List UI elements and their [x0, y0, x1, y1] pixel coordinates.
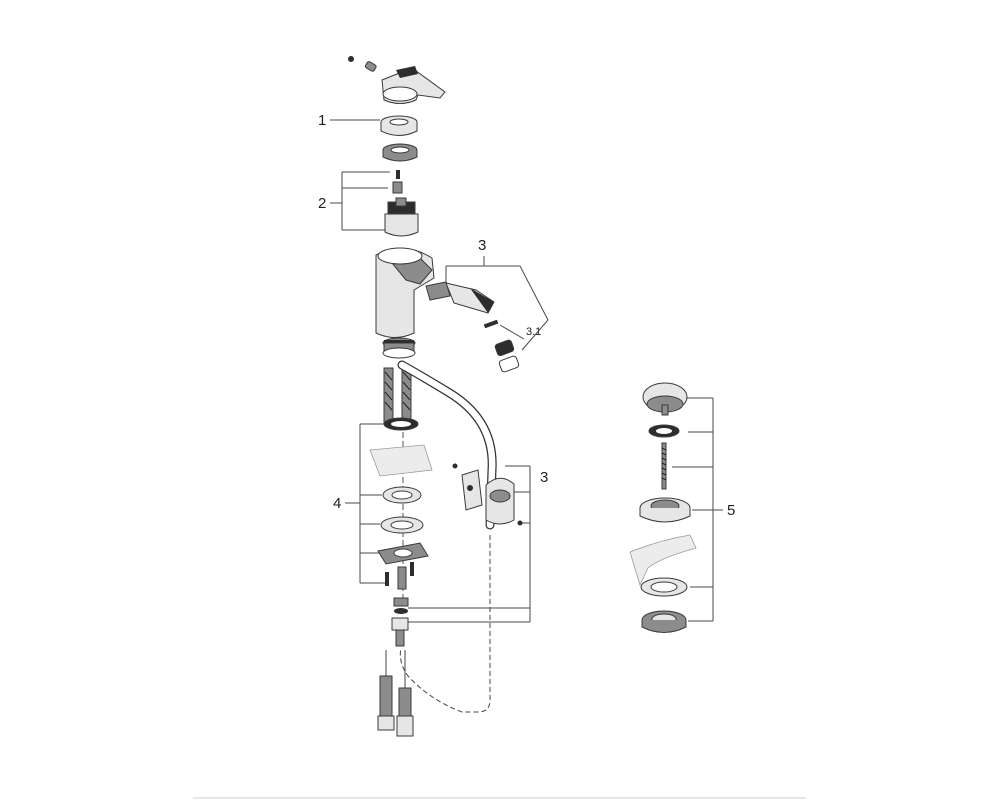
threaded-shank-icon — [382, 337, 416, 359]
waste-flange-icon — [639, 497, 691, 523]
popup-lever-icon — [425, 281, 495, 314]
leader-lines — [330, 119, 723, 623]
hose-holder-icon — [452, 463, 523, 526]
callout-4: 4 — [333, 495, 341, 512]
cap-ring-icon — [380, 115, 418, 136]
waste-cap-icon — [642, 382, 688, 416]
aerator-parts-icon — [483, 319, 520, 373]
handle-screw-icon — [348, 56, 377, 72]
supply-hoses-icon — [377, 650, 414, 737]
callout-5: 5 — [727, 502, 735, 519]
faucet-exploded-stack — [348, 56, 520, 737]
callout-2: 2 — [318, 195, 326, 212]
mounting-plate-icon — [377, 542, 429, 565]
callout-1: 1 — [318, 112, 326, 129]
callout-3-top: 3 — [478, 237, 486, 254]
lever-handle-icon — [381, 66, 446, 104]
threaded-ring-icon — [382, 143, 418, 162]
callout-3-mid: 3 — [540, 469, 548, 486]
base-washer-2-icon — [380, 516, 424, 534]
basin-section-icon — [629, 534, 697, 587]
mounting-screws-icon — [385, 562, 414, 590]
waste-rod-icon — [661, 442, 667, 490]
cartridge-screw-icon — [392, 170, 403, 194]
waste-gasket-icon — [648, 424, 680, 438]
faucet-body-icon — [375, 247, 435, 338]
popup-waste-assembly — [629, 382, 697, 633]
base-washer-icon — [382, 486, 422, 504]
waste-lower-nut-icon — [641, 610, 687, 633]
waste-lower-ring-icon — [640, 577, 688, 597]
flex-hoses-icon — [383, 367, 412, 424]
pullout-hose-assembly — [397, 360, 523, 713]
cartridge-icon — [384, 197, 419, 237]
callout-3-1: 3.1 — [526, 326, 541, 338]
countertop-section-icon — [369, 444, 433, 477]
hose-connectors-icon — [391, 597, 409, 647]
